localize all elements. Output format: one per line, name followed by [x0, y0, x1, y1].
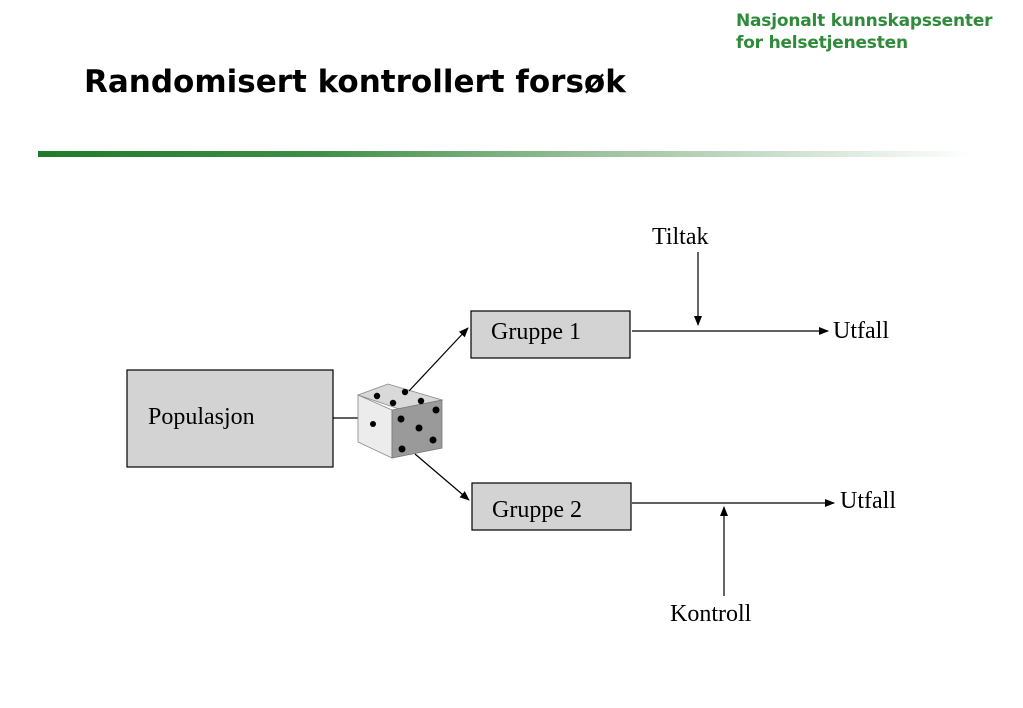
group2-label: Gruppe 2 [492, 497, 582, 523]
brand-line-1: Nasjonalt kunnskapssenter [736, 11, 993, 31]
arrow-to-group1 [408, 327, 469, 392]
group2-box [471, 482, 632, 531]
arrow-to-group2 [414, 453, 470, 501]
outcome2-label: Utfall [840, 488, 896, 514]
group1-box [470, 310, 631, 359]
control-label: Kontroll [670, 601, 752, 627]
brand-line-2: for helsetjenesten [736, 33, 908, 53]
outcome1-label: Utfall [833, 318, 889, 344]
group1-label: Gruppe 1 [491, 319, 581, 345]
page-title: Randomisert kontrollert forsøk [84, 64, 626, 100]
dice-icon [356, 383, 444, 459]
population-label: Populasjon [148, 404, 255, 430]
brand-logo: Nasjonalt kunnskapssenter for helsetjene… [736, 10, 993, 54]
title-divider [38, 151, 973, 157]
intervention-label: Tiltak [652, 224, 708, 250]
